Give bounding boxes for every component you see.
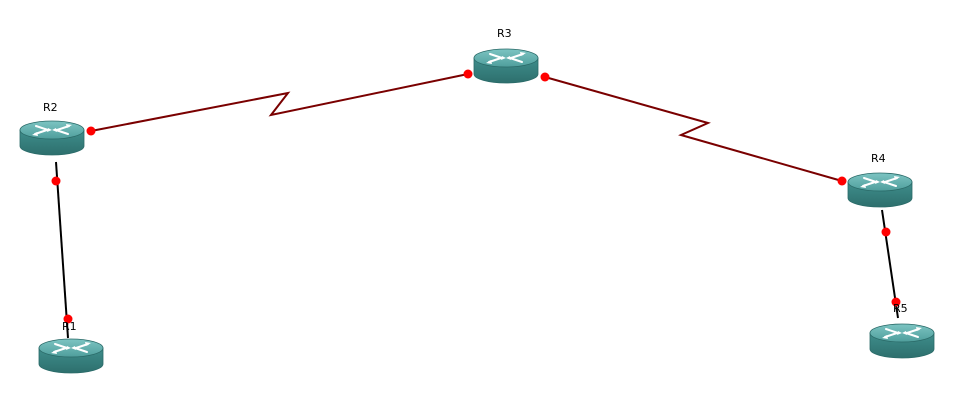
router-icon — [847, 172, 913, 208]
router-icon — [19, 120, 85, 156]
router-r5[interactable] — [869, 323, 935, 359]
router-icon — [38, 338, 104, 374]
ethernet-link-r2-r1[interactable] — [55, 161, 69, 339]
router-r3[interactable] — [473, 48, 539, 84]
port-dot — [463, 69, 473, 79]
port-dot — [881, 227, 891, 237]
router-label-r3: R3 — [497, 27, 512, 40]
router-icon — [869, 323, 935, 359]
port-dot — [837, 176, 847, 186]
port-dot — [63, 314, 73, 324]
router-label-r4: R4 — [871, 152, 886, 165]
router-label-r2: R2 — [43, 101, 58, 114]
port-dot — [540, 72, 550, 82]
router-r1[interactable] — [38, 338, 104, 374]
router-r2[interactable] — [19, 120, 85, 156]
port-dot — [86, 126, 96, 136]
serial-link-r3-r4[interactable] — [544, 76, 843, 182]
router-icon — [473, 48, 539, 84]
port-dot — [51, 176, 61, 186]
router-label-r1: R1 — [62, 320, 77, 333]
router-label-r5: R5 — [893, 302, 908, 315]
port-dot — [891, 297, 901, 307]
serial-link-r2-r3[interactable] — [90, 73, 469, 132]
router-r4[interactable] — [847, 172, 913, 208]
